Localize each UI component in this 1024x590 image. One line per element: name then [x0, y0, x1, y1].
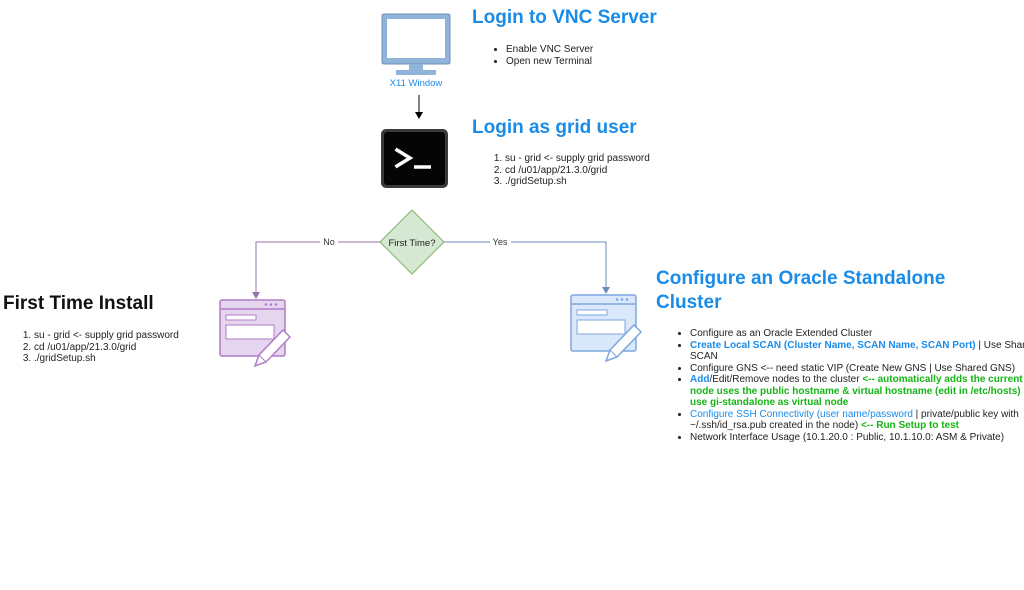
grid-step-title: Login as grid user: [472, 117, 637, 138]
ssh-user-text: (user name/password: [813, 408, 913, 420]
config-form-icon: [570, 294, 643, 363]
edit-form-icon: [219, 299, 292, 368]
ssh-key-text: | private/public key with ~/.ssh/id_rsa.…: [690, 408, 1019, 432]
monitor-icon: [381, 13, 451, 75]
standalone-title-line1: Configure an Oracle Standalone: [656, 268, 946, 289]
add-nodes-text: Add: [690, 374, 710, 385]
list-item: su - grid <- supply grid password: [34, 330, 224, 342]
list-item: Open new Terminal: [506, 56, 706, 68]
vnc-step-list: Enable VNC Server Open new Terminal: [490, 44, 706, 67]
decision-diamond: [379, 209, 445, 275]
nodes-note-text: <-- automatically adds the current node …: [690, 374, 1023, 408]
edit-nodes-text: /Edit/Remove nodes to the cluster: [709, 374, 863, 385]
first-install-list: su - grid <- supply grid password cd /u0…: [18, 330, 224, 365]
standalone-list: Configure as an Oracle Extended Cluster …: [674, 328, 1024, 443]
standalone-title-line2: Cluster: [656, 292, 722, 313]
list-item: ./gridSetup.sh: [505, 176, 725, 188]
ssh-config-text: Configure SSH Connectivity: [690, 408, 814, 420]
edge-yes: [444, 241, 610, 294]
list-item: cd /u01/app/21.3.0/grid: [34, 342, 224, 354]
edge-no-label: No: [323, 237, 335, 247]
list-item: Enable VNC Server: [506, 44, 706, 56]
list-item: ./gridSetup.sh: [34, 353, 224, 365]
list-item: Network Interface Usage (10.1.20.0 : Pub…: [690, 432, 1024, 444]
scan-shared-text: | Use Shared SCAN: [690, 339, 1024, 363]
decision-label: First Time?: [389, 238, 436, 249]
list-item: Create Local SCAN (Cluster Name, SCAN Na…: [690, 340, 1024, 363]
list-item: Configure as an Oracle Extended Cluster: [690, 328, 1024, 340]
grid-step-list: su - grid <- supply grid password cd /u0…: [489, 153, 725, 188]
edge-yes-label: Yes: [493, 237, 508, 247]
list-item: cd /u01/app/21.3.0/grid: [505, 165, 725, 177]
ssh-note-text: <-- Run Setup to test: [860, 420, 960, 431]
vnc-step-title: Login to VNC Server: [472, 7, 657, 28]
scan-option-text: Create Local SCAN (Cluster Name, SCAN Na…: [690, 339, 976, 351]
list-item: su - grid <- supply grid password: [505, 153, 725, 165]
list-item: Configure SSH Connectivity (user name/pa…: [690, 409, 1024, 432]
monitor-icon-label: X11 Window: [390, 78, 443, 89]
list-item: Configure GNS <-- need static VIP (Creat…: [690, 363, 1024, 375]
edge-no: [252, 241, 380, 299]
terminal-icon: [381, 129, 448, 188]
first-install-title: First Time Install: [3, 293, 154, 314]
list-item: Add/Edit/Remove nodes to the cluster <--…: [690, 374, 1024, 409]
standalone-title: Configure an Oracle Standalone Cluster: [656, 267, 1016, 315]
